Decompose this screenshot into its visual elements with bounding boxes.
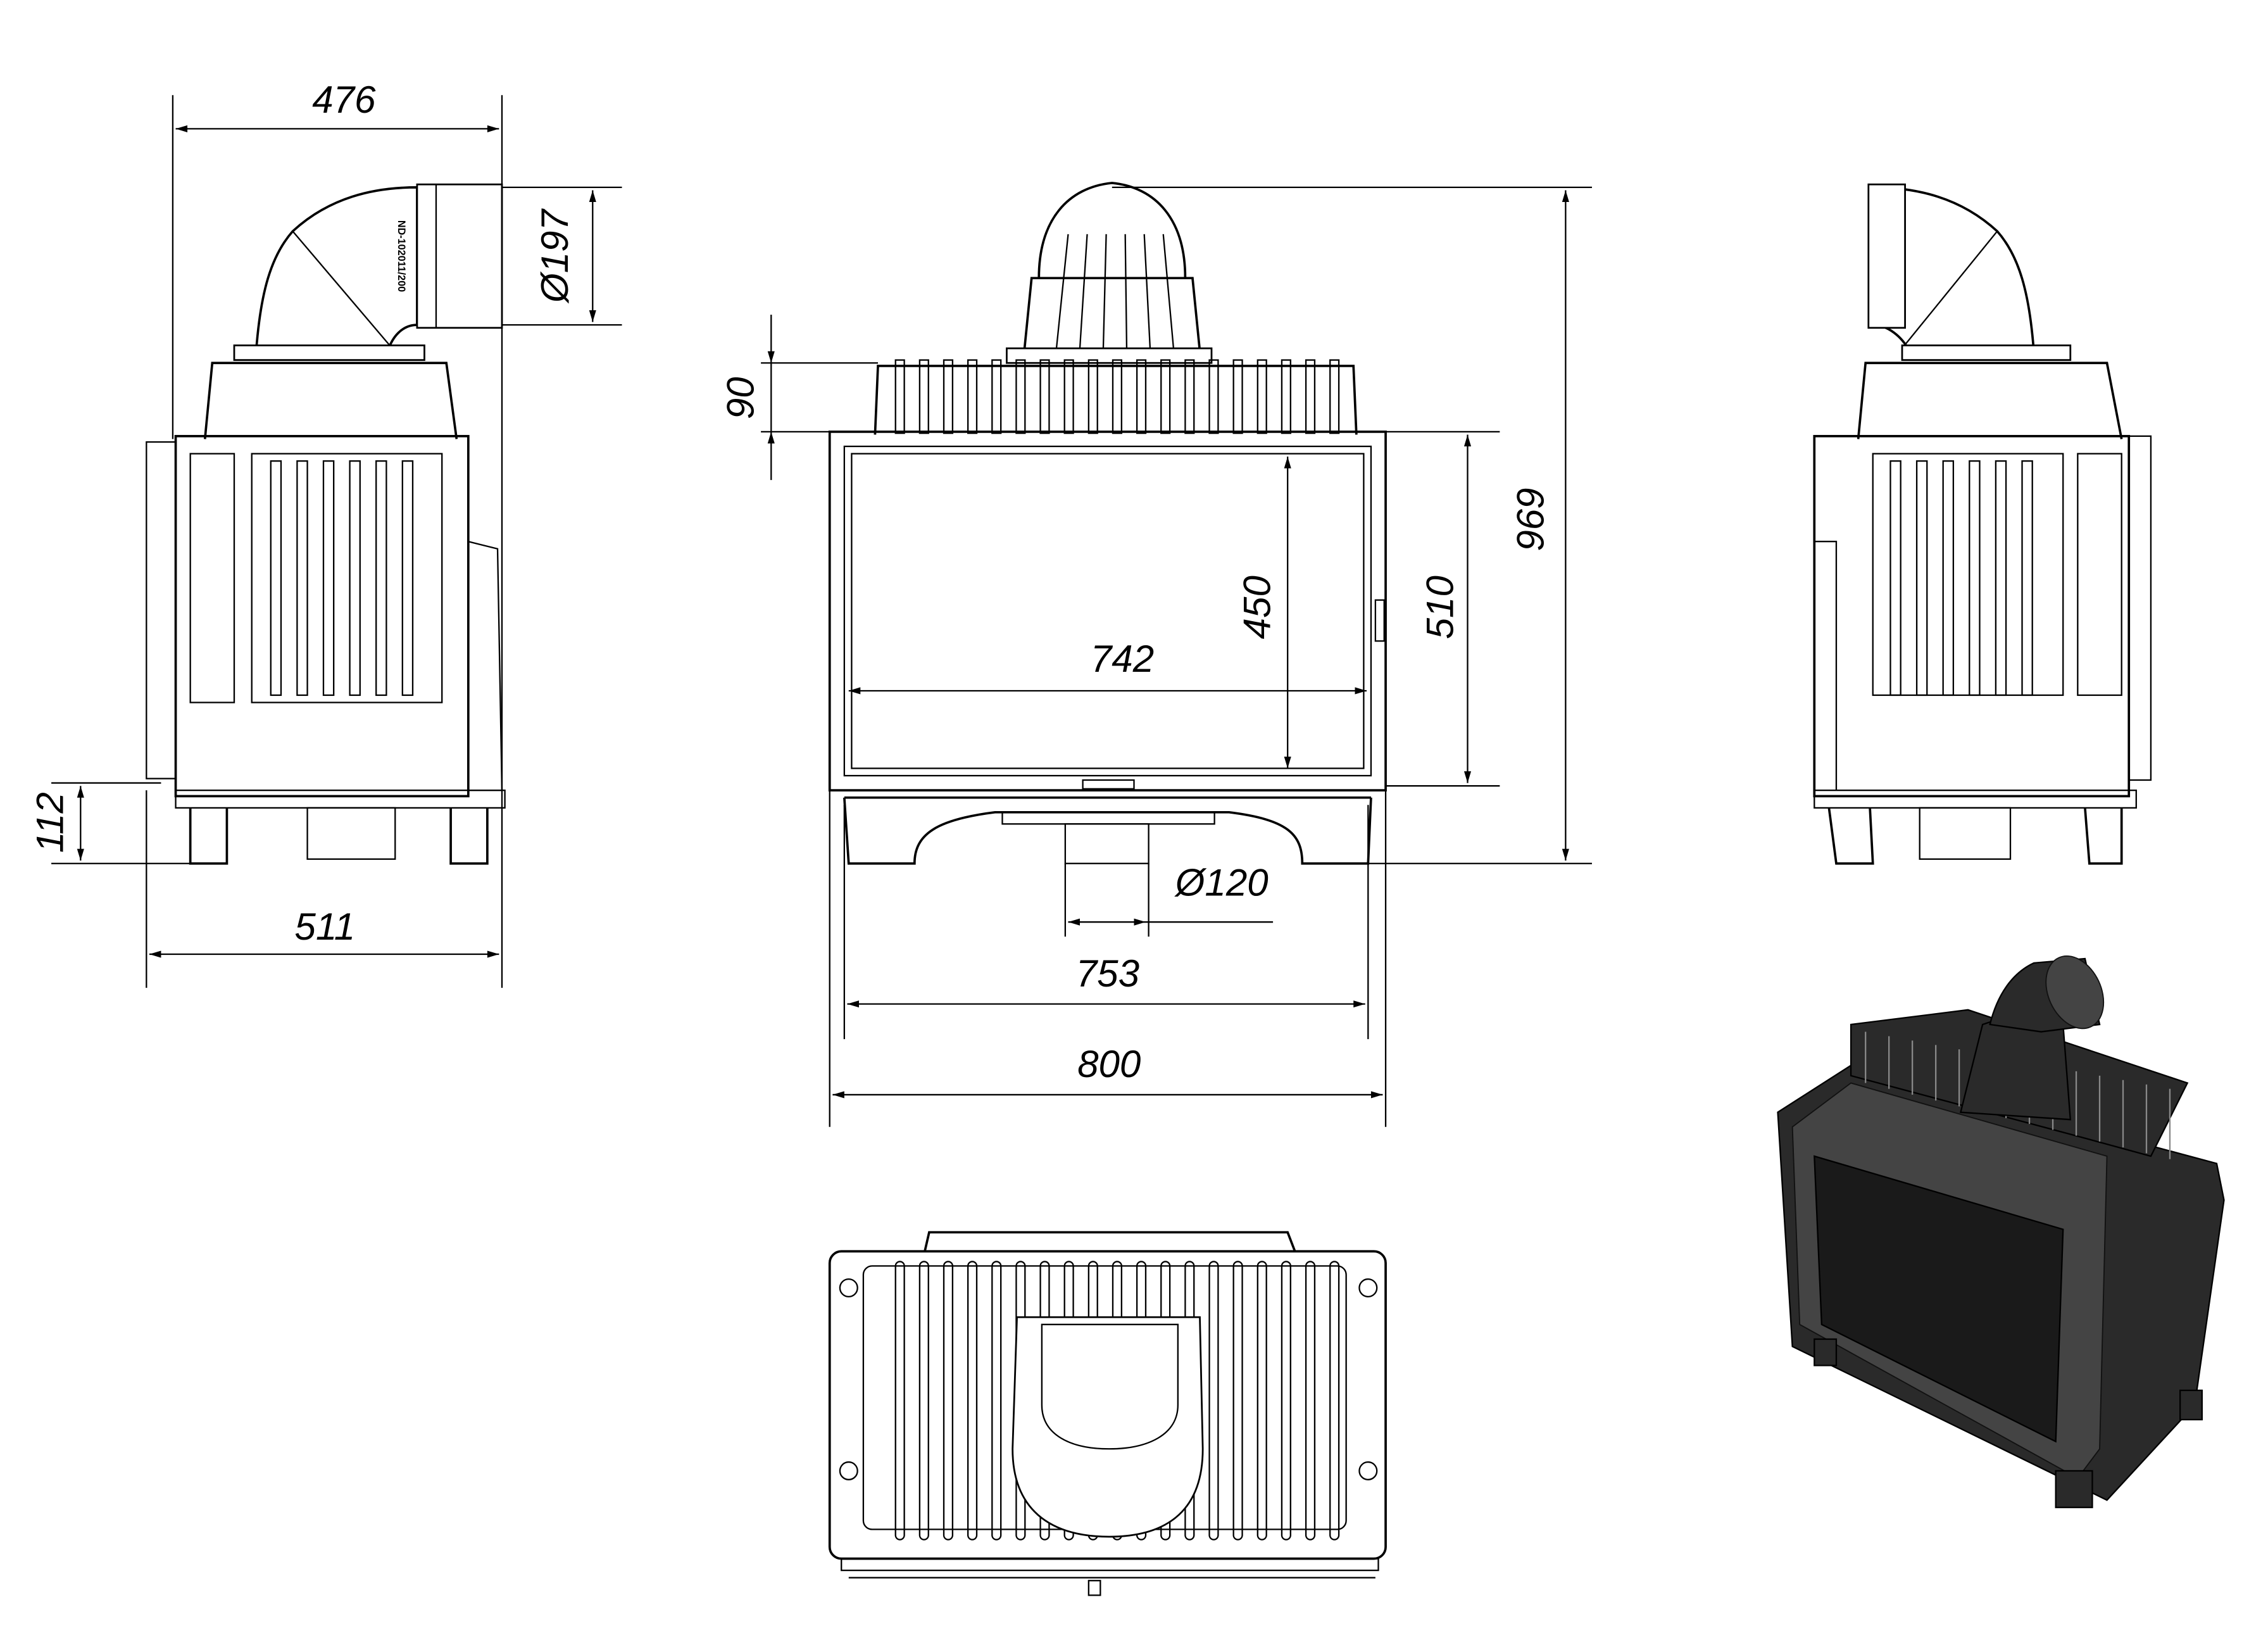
dim-label-476: 476	[312, 79, 376, 121]
drawing-line	[1281, 1261, 1291, 1541]
dim-label-753: 753	[1076, 952, 1139, 995]
dim-label-511: 511	[294, 905, 355, 948]
drawing-line	[991, 359, 1002, 434]
drawing-line	[1184, 359, 1195, 434]
drawing-line	[1136, 359, 1147, 434]
drawing-line	[1039, 359, 1050, 434]
drawing-line	[894, 1261, 905, 1541]
dim-label-450: 450	[1236, 576, 1278, 639]
drawing-line	[1124, 234, 1128, 349]
dim-label-112: 112	[29, 792, 72, 853]
drawing-line	[1087, 359, 1098, 434]
drawing-line	[1256, 1261, 1267, 1541]
drawing-line	[1305, 359, 1316, 434]
drawing-line	[1162, 234, 1175, 349]
drawing-line	[1305, 1261, 1316, 1541]
drawing-line	[270, 460, 282, 696]
drawing-line	[1995, 460, 2007, 696]
drawing-line	[1112, 359, 1123, 434]
drawing-line	[1329, 1261, 1340, 1541]
drawing-line	[1015, 359, 1026, 434]
drawing-line	[296, 460, 308, 696]
drawing-line	[918, 1261, 929, 1541]
drawing-line	[1055, 234, 1069, 349]
drawing-line	[1281, 359, 1291, 434]
pipe-label: ND-102011/200	[396, 220, 407, 292]
drawing-line	[1329, 359, 1340, 434]
left-side-view: 476 Ø197 112 511 ND-102011/200	[29, 79, 622, 988]
drawing-line	[991, 1261, 1002, 1541]
drawing-line	[349, 460, 361, 696]
drawing-line	[1256, 359, 1267, 434]
front-view: 90 969 510 450 742 Ø120 753 800	[720, 182, 1592, 1127]
drawing-line	[1208, 359, 1219, 434]
drawing-line	[894, 359, 905, 434]
dim-label-120: Ø120	[1174, 862, 1269, 904]
dim-label-90: 90	[720, 377, 762, 419]
drawing-line	[1143, 234, 1151, 349]
isometric-render	[1777, 955, 2225, 1508]
top-view	[828, 1231, 1387, 1596]
drawing-line	[1915, 460, 1928, 696]
drawing-line	[943, 1261, 954, 1541]
drawing-line	[1208, 1261, 1219, 1541]
drawing-line	[1942, 460, 1955, 696]
drawing-line	[943, 359, 954, 434]
drawing-line	[375, 460, 387, 696]
drawing-line	[1160, 359, 1171, 434]
drawing-line	[322, 460, 335, 696]
drawing-line	[1063, 359, 1074, 434]
dim-label-510: 510	[1419, 576, 1461, 639]
dim-label-197: Ø197	[534, 208, 576, 304]
dim-label-800: 800	[1077, 1043, 1141, 1085]
right-side-view	[1813, 183, 2152, 865]
drawing-line	[401, 460, 414, 696]
dim-label-969: 969	[1510, 488, 1552, 551]
drawing-line	[1889, 460, 1901, 696]
drawing-line	[1232, 1261, 1243, 1541]
drawing-line	[918, 359, 929, 434]
drawing-line	[1969, 460, 1981, 696]
dim-label-742: 742	[1091, 638, 1154, 680]
drawing-line	[2021, 460, 2033, 696]
drawing-line	[1079, 234, 1088, 349]
drawing-line	[967, 359, 978, 434]
drawing-line	[967, 1261, 978, 1541]
drawing-line	[1232, 359, 1243, 434]
drawing-line	[1102, 234, 1107, 349]
